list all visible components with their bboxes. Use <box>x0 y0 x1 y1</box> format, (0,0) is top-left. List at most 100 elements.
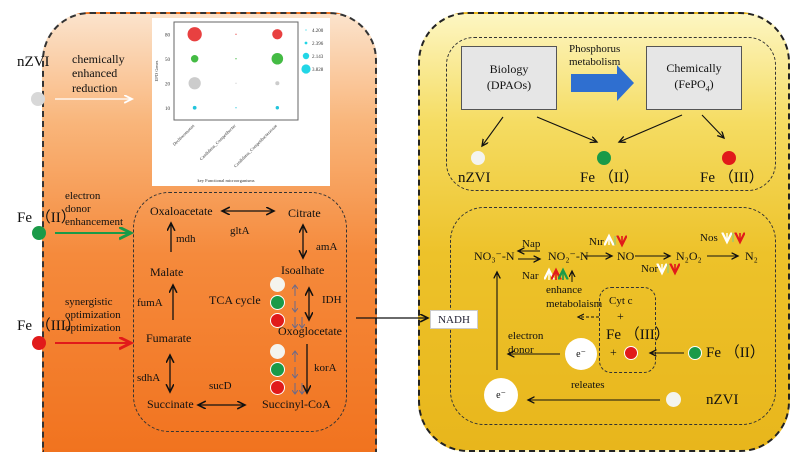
biology-title: Biology <box>489 62 529 77</box>
n2-label: N₂ <box>745 249 758 263</box>
releases-label: releates <box>571 379 605 391</box>
fe2-indicator-dot <box>270 295 285 310</box>
bubble-point <box>187 27 202 42</box>
chemically-title: Chemically <box>666 61 722 76</box>
phosphorus-box <box>446 37 776 191</box>
phosphorus-label-line: metabolism <box>569 56 621 69</box>
bubble-point <box>192 105 197 110</box>
fepo-close: ) <box>709 76 714 91</box>
fe3-indicator-dot <box>270 380 285 395</box>
enzyme-glta: gltA <box>230 225 250 237</box>
electron-circle: e⁻ <box>565 338 597 370</box>
y-tick-label: 80 <box>165 33 171 38</box>
fe2-indicator-dot <box>270 362 285 377</box>
legend-label: 2.396 <box>312 42 324 47</box>
enzyme-idh: IDH <box>322 294 342 306</box>
enzyme-fuma: fumA <box>137 297 163 309</box>
nzvi-label: nZVI <box>706 392 739 408</box>
fe3-effect-line: optimization <box>65 322 121 335</box>
fe2-label: Fe （II） <box>17 210 76 226</box>
electron-circle: e⁻ <box>484 378 518 412</box>
bubble-point <box>235 107 237 109</box>
metabolite-isocitrate: Isoalhate <box>281 263 325 277</box>
bubble-point <box>188 77 201 90</box>
electron-label: e⁻ <box>576 348 586 360</box>
bubble-point <box>235 58 237 60</box>
metabolite-fumarate: Fumarate <box>146 331 192 345</box>
plus-sign: + <box>617 309 624 323</box>
cytc-label: Cyt c <box>609 295 633 307</box>
biology-to-nzvi-arrow <box>482 116 504 146</box>
phosphorus-metabolism-arrow <box>571 65 634 101</box>
n2o2-label: N₂O₂ <box>676 249 702 263</box>
nadh-label: NADH <box>438 313 470 326</box>
chemically-box: Chemically (FePO4) <box>646 46 742 110</box>
fe3-dot <box>32 336 46 350</box>
cytc-fe3-label: Fe （III） <box>606 327 670 343</box>
enzyme-nar: Nar <box>522 270 539 282</box>
biology-to-fe2-arrow <box>536 116 597 142</box>
phosphorus-metabolism-label: Phosphorus metabolism <box>569 43 620 69</box>
fe3-effect-line: optimization <box>65 309 121 322</box>
no3-label: NO₃⁻-N <box>474 249 515 263</box>
enzyme-sdha: sdhA <box>137 372 161 384</box>
nzvi-effect-line: enhanced <box>72 66 118 81</box>
phosphorus-label-line: Phosphorus <box>569 43 621 55</box>
tca-cycle-box <box>133 192 347 432</box>
fepo-text: (FePO <box>674 76 706 91</box>
nadh-box: NADH <box>430 310 478 329</box>
metabolite-succinate: Succinate <box>147 397 194 411</box>
bubble-point <box>235 33 237 35</box>
chemically-to-fe3-arrow <box>701 114 724 138</box>
legend-label: 3.828 <box>312 68 324 73</box>
enzyme-sucd: sucD <box>209 380 232 392</box>
enhance-line: metabolaism <box>546 297 603 310</box>
enzyme-nor: Nor <box>641 263 659 275</box>
fe3-output-label: Fe （III） <box>700 170 764 186</box>
chemically-to-fe2-arrow <box>619 114 683 142</box>
electron-donor-line: electron <box>508 330 544 342</box>
fe3-label: Fe （III） <box>17 318 81 334</box>
no-label: NO <box>617 249 635 263</box>
legend-swatch <box>305 29 307 31</box>
no2-label: NO₂⁻-N <box>548 249 589 263</box>
fe2-label: Fe （II） <box>706 345 765 361</box>
nzvi-output-dot <box>471 151 485 165</box>
metabolite-succinyl-coa: Succinyl-CoA <box>262 397 331 411</box>
y-tick-label: 20 <box>165 82 171 87</box>
fe3-output-dot <box>722 151 736 165</box>
enhance-line: enhance <box>546 284 583 296</box>
fe2-effect-line: electron <box>65 190 101 202</box>
nzvi-effect: chemically enhanced reduction <box>72 52 125 95</box>
fe3-effect-line: synergistic <box>65 296 113 308</box>
legend-swatch <box>301 64 311 74</box>
bubble-point <box>275 106 280 110</box>
x-axis-label: key Functional microorganisms <box>198 178 255 183</box>
fe3-indicator-dot <box>270 313 285 328</box>
fe3-dot <box>624 346 638 360</box>
y-tick-label: 50 <box>165 58 171 63</box>
biology-box: Biology (DPAOs) <box>461 46 557 110</box>
bubble-point <box>190 55 199 63</box>
bubble-point <box>271 52 284 65</box>
nzvi-effect-line: chemically <box>72 52 125 66</box>
biology-subtitle: (DPAOs) <box>486 78 532 92</box>
electron-label: e⁻ <box>496 389 506 401</box>
chemically-subtitle: (FePO4) <box>674 77 713 95</box>
nzvi-indicator-dot <box>270 344 285 359</box>
fe2-dot <box>688 346 702 360</box>
fe2-dot <box>32 226 46 240</box>
enhance-metabolism-label: enhance metabolaism <box>546 284 602 312</box>
enzyme-nir: Nır <box>589 236 604 248</box>
legend-swatch <box>304 41 308 45</box>
nzvi-output-label: nZVI <box>458 170 491 186</box>
fe2-effect-line: donor <box>65 203 91 216</box>
cytc-box <box>599 287 656 373</box>
tca-cycle-label: TCA cycle <box>209 293 261 307</box>
fepo-subscript: 4 <box>705 84 710 94</box>
legend-swatch <box>302 52 310 60</box>
metabolite-citrate: Citrate <box>288 206 321 220</box>
